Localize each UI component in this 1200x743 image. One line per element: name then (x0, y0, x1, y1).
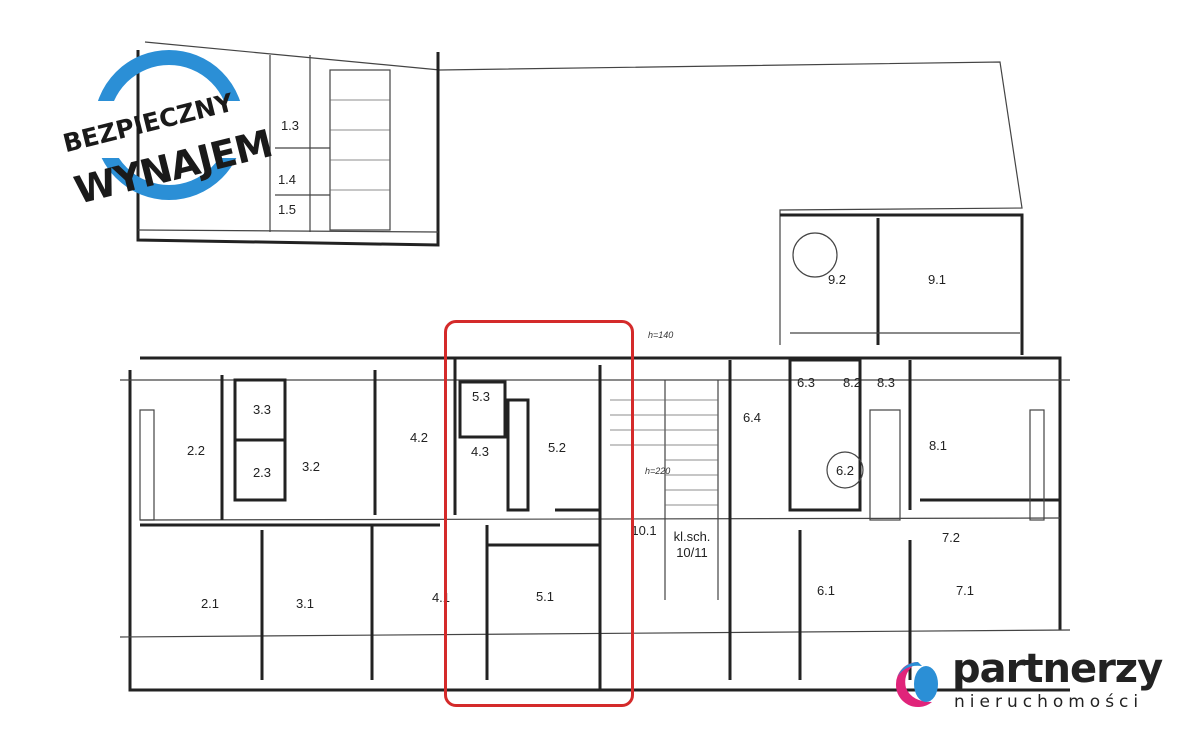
walls (119, 41, 1071, 692)
room-label: 3.1 (296, 596, 314, 611)
brand-subtitle: nieruchomości (954, 692, 1144, 712)
room-label: 4.3 (471, 444, 489, 459)
partnerzy-logo: partnerzy nieruchomości (892, 646, 1172, 722)
room-label: 7.2 (942, 530, 960, 545)
room-label: 10.1 (631, 523, 656, 538)
room-label: 7.1 (956, 583, 974, 598)
room-label: 5.1 (536, 589, 554, 604)
room-label: 5.2 (548, 440, 566, 455)
partnerzy-logo-icon (895, 662, 938, 708)
brand-name: partnerzy (952, 646, 1163, 692)
room-label: 5.3 (472, 389, 490, 404)
room-label: 1.5 (278, 202, 296, 217)
room-label: 3.2 (302, 459, 320, 474)
room-label: 6.1 (817, 583, 835, 598)
room-label: 6.4 (743, 410, 761, 425)
room-label: 8.3 (877, 375, 895, 390)
room-label: 2.1 (201, 596, 219, 611)
room-label: 9.2 (828, 272, 846, 287)
room-label: 4.2 (410, 430, 428, 445)
room-label: 8.1 (929, 438, 947, 453)
safe-rental-badge: BEZPIECZNY WYNAJEM (52, 48, 312, 228)
room-label: 8.2 (843, 375, 861, 390)
room-label: 2.2 (187, 443, 205, 458)
room-label: 1.4 (278, 172, 296, 187)
room-label: 1.3 (281, 118, 299, 133)
room-labels: 1.3 1.4 1.5 9.2 9.1 2.2 3.3 2.3 3.2 4.2 … (187, 118, 974, 611)
room-label: 9.1 (928, 272, 946, 287)
highlighted-unit-outline (444, 320, 634, 707)
height-note: h=220 (645, 466, 670, 476)
stair-label: kl.sch. (674, 529, 711, 544)
stair-label: 10/11 (676, 545, 708, 560)
room-label: 6.2 (836, 463, 854, 478)
room-label: 3.3 (253, 402, 271, 417)
height-note: h=140 (648, 330, 673, 340)
room-label: 2.3 (253, 465, 271, 480)
room-label: 6.3 (797, 375, 815, 390)
